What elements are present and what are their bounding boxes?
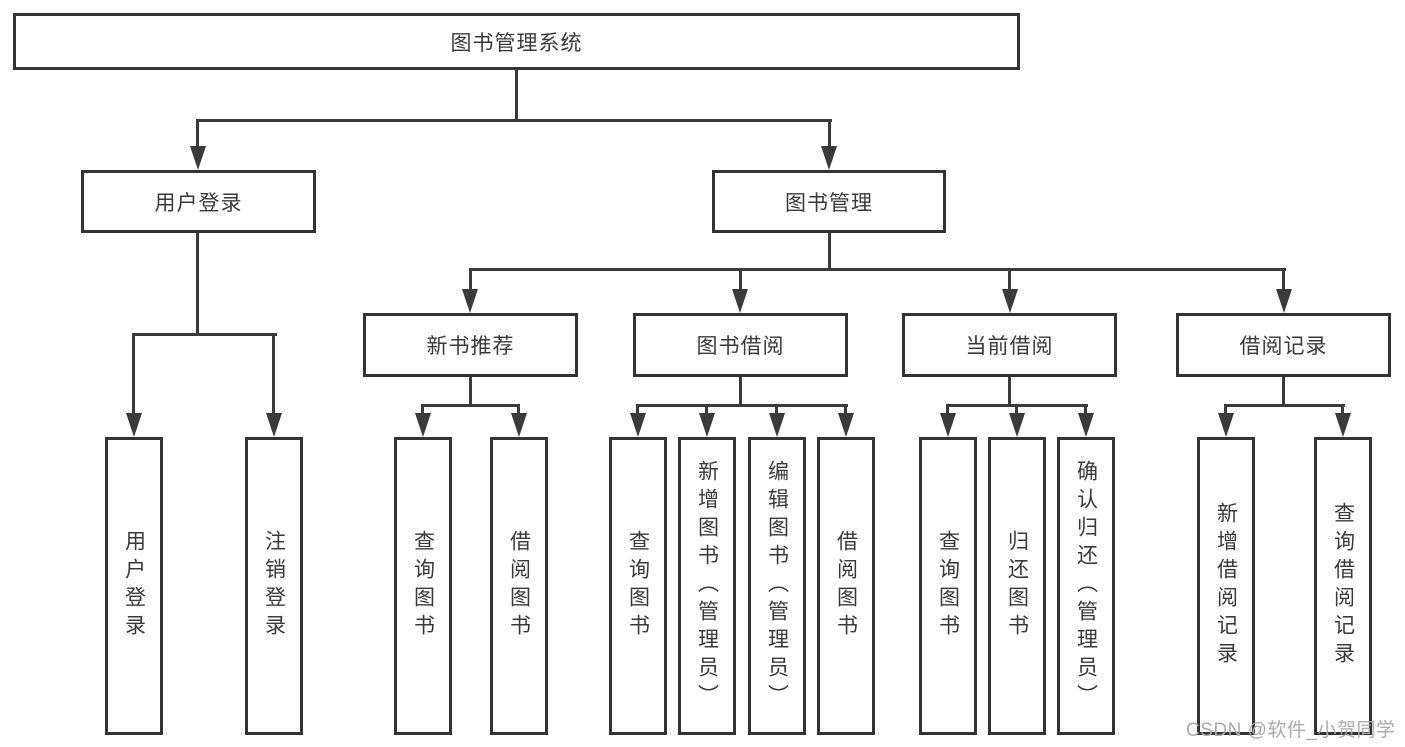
node-logout-action: 注销登录: [245, 437, 303, 735]
node-search-books-current-label: 查询图书: [936, 530, 960, 642]
connector-line: [132, 333, 135, 415]
connector-line: [739, 268, 742, 291]
node-book-borrowing: 图书借阅: [633, 313, 848, 377]
node-user-login-action: 用户登录: [105, 437, 163, 735]
connector-line: [1341, 404, 1344, 417]
connector-line: [1282, 268, 1285, 291]
node-return-books-label: 归还图书: [1005, 530, 1029, 642]
node-borrow-books-recommend-label: 借阅图书: [507, 530, 531, 642]
node-search-books-current: 查询图书: [919, 437, 977, 735]
node-borrow-books: 借阅图书: [817, 437, 875, 735]
connector-line: [1015, 404, 1018, 417]
connector-line: [828, 119, 831, 149]
arrowhead-down-icon: [732, 289, 748, 313]
node-search-books-borrowing: 查询图书: [609, 437, 667, 735]
node-search-books-recommend: 查询图书: [394, 437, 452, 735]
node-search-books-borrowing-label: 查询图书: [626, 530, 650, 642]
connector-line: [1282, 377, 1285, 407]
node-search-borrow-record-label: 查询借阅记录: [1331, 502, 1355, 670]
node-borrow-books-label: 借阅图书: [834, 530, 858, 642]
arrowhead-down-icon: [126, 413, 142, 437]
connector-line: [421, 404, 424, 417]
node-user-login-label: 用户登录: [154, 191, 243, 215]
node-confirm-return-admin: 确认归还（管理员）: [1057, 437, 1115, 735]
node-library-system: 图书管理系统: [13, 13, 1020, 70]
arrowhead-down-icon: [821, 146, 837, 170]
node-add-borrow-record: 新增借阅记录: [1197, 437, 1255, 735]
connector-line: [1084, 404, 1087, 417]
node-add-borrow-record-label: 新增借阅记录: [1214, 502, 1238, 670]
node-user-login-action-label: 用户登录: [122, 530, 146, 642]
watermark: CSDN @软件_小贺同学: [1186, 720, 1396, 741]
connector-line: [196, 119, 832, 122]
arrowhead-down-icon: [1218, 413, 1234, 437]
connector-line: [132, 333, 277, 336]
arrowhead-down-icon: [838, 413, 854, 437]
arrowhead-down-icon: [1078, 413, 1094, 437]
node-edit-books-admin-label: 编辑图书（管理员）: [765, 460, 789, 712]
node-return-books: 归还图书: [988, 437, 1046, 735]
arrowhead-down-icon: [699, 413, 715, 437]
node-book-management: 图书管理: [712, 170, 946, 233]
arrowhead-down-icon: [415, 413, 431, 437]
node-edit-books-admin: 编辑图书（管理员）: [748, 437, 806, 735]
connector-line: [469, 268, 1286, 271]
connector-line: [636, 404, 639, 417]
arrowhead-down-icon: [1276, 289, 1292, 313]
node-current-borrowing: 当前借阅: [902, 313, 1117, 377]
connector-line: [272, 333, 275, 415]
connector-line: [775, 404, 778, 417]
node-new-book-recommendation: 新书推荐: [363, 313, 578, 377]
node-new-book-recommendation-label: 新书推荐: [426, 335, 515, 358]
connector-line: [515, 69, 518, 122]
node-book-management-label: 图书管理: [785, 191, 873, 215]
arrowhead-down-icon: [1002, 289, 1018, 313]
connector-line: [1224, 404, 1345, 407]
node-book-borrowing-label: 图书借阅: [696, 335, 785, 358]
node-borrowing-records: 借阅记录: [1176, 313, 1391, 377]
connector-line: [469, 377, 472, 407]
arrowhead-down-icon: [630, 413, 646, 437]
node-add-books-admin: 新增图书（管理员）: [678, 437, 736, 735]
node-borrow-books-recommend: 借阅图书: [490, 437, 548, 735]
connector-line: [844, 404, 847, 417]
node-current-borrowing-label: 当前借阅: [965, 335, 1054, 358]
connector-line: [828, 233, 831, 271]
arrowhead-down-icon: [190, 146, 206, 170]
connector-line: [517, 404, 520, 417]
node-add-books-admin-label: 新增图书（管理员）: [695, 460, 719, 712]
connector-line: [739, 377, 742, 407]
node-search-borrow-record: 查询借阅记录: [1314, 437, 1372, 735]
connector-line: [1008, 268, 1011, 291]
node-user-login: 用户登录: [81, 170, 316, 233]
node-logout-action-label: 注销登录: [262, 530, 286, 642]
connector-line: [421, 404, 520, 407]
node-borrowing-records-label: 借阅记录: [1239, 335, 1328, 358]
arrowhead-down-icon: [266, 413, 282, 437]
connector-line: [1008, 377, 1011, 407]
arrowhead-down-icon: [940, 413, 956, 437]
node-library-system-label: 图书管理系统: [450, 31, 583, 55]
node-confirm-return-admin-label: 确认归还（管理员）: [1074, 460, 1098, 712]
connector-line: [196, 233, 199, 336]
connector-line: [1224, 404, 1227, 417]
arrowhead-down-icon: [769, 413, 785, 437]
arrowhead-down-icon: [1009, 413, 1025, 437]
connector-line: [705, 404, 708, 417]
connector-line: [196, 119, 199, 149]
connector-line: [469, 268, 472, 291]
arrowhead-down-icon: [511, 413, 527, 437]
connector-line: [636, 404, 848, 407]
arrowhead-down-icon: [1335, 413, 1351, 437]
node-search-books-recommend-label: 查询图书: [411, 530, 435, 642]
arrowhead-down-icon: [462, 289, 478, 313]
connector-line: [946, 404, 949, 417]
